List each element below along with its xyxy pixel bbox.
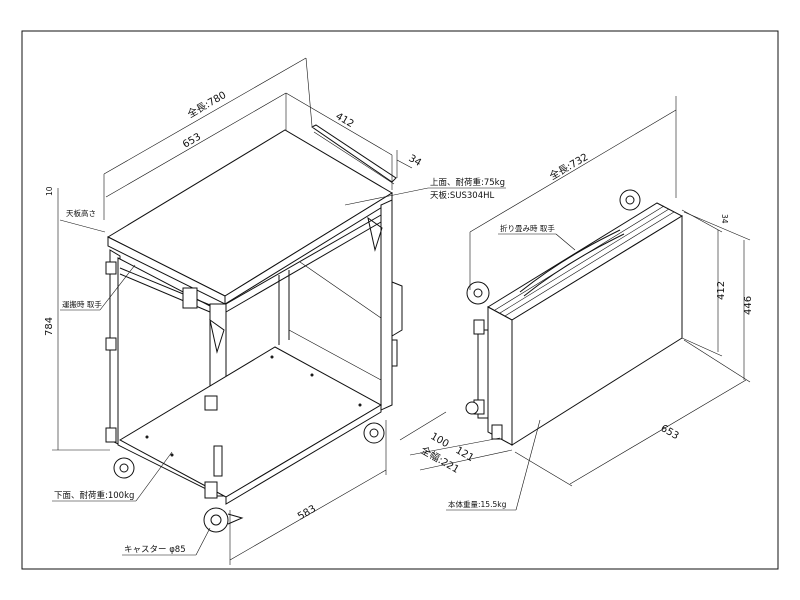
- cart-top-handle: [311, 124, 397, 183]
- cart-caster-front-left: [113, 457, 135, 479]
- cart-labels: 上面、耐荷重:75kg 天板:SUS304HL 天板高さ 運搬時 取手 下面、耐…: [52, 177, 506, 556]
- dim-height-412: 412: [716, 281, 727, 300]
- dim-length-653: 653: [659, 423, 681, 442]
- label-transport-handle: 運搬時 取手: [62, 299, 102, 309]
- label-top-height: 天板高さ: [66, 208, 96, 218]
- cart-side-handle: [391, 281, 403, 337]
- dim-offset-34: 34: [720, 214, 729, 224]
- dim-overall-length-732: 全長:732: [547, 150, 590, 182]
- folded-handle: [519, 229, 621, 293]
- cart-caster-front-right: [203, 507, 244, 533]
- label-fold-handle: 折り畳み時 取手: [500, 223, 555, 233]
- cart-transport-handle: [182, 287, 198, 309]
- cart-drawing: 全長:780 653 412 34 10 784 583: [44, 57, 506, 565]
- cart-back-leg: [380, 199, 393, 411]
- dim-depth-100: 100: [429, 431, 451, 450]
- folded-caster-top: [619, 189, 641, 211]
- folded-drawing: 全長:732 34 412 446 653 100 121 全幅:221: [399, 96, 754, 511]
- label-top-shelf-load: 上面、耐荷重:75kg: [430, 177, 505, 188]
- label-body-weight: 本体重量:15.5kg: [448, 499, 507, 509]
- label-caster: キャスター φ85: [124, 545, 186, 555]
- dim-top-thickness-10: 10: [45, 186, 54, 196]
- cart-caster-back-right: [363, 422, 385, 444]
- dim-depth-121: 121: [454, 445, 476, 464]
- dim-height-784: 784: [44, 317, 55, 336]
- dim-lower-width-583: 583: [296, 504, 318, 523]
- label-bottom-shelf-load: 下面、耐荷重:100kg: [54, 490, 134, 501]
- dim-overall-depth-221: 全幅:221: [419, 443, 462, 475]
- cart-bottom-front-edge: [225, 404, 382, 505]
- dim-height-446: 446: [743, 296, 754, 315]
- folded-left-face: [487, 306, 513, 446]
- dim-overall-width: 全長:780: [185, 88, 228, 120]
- folded-labels: 折り畳み時 取手 本体重量:15.5kg: [446, 223, 576, 511]
- drawing-border: [21, 30, 779, 570]
- label-top-material: 天板:SUS304HL: [430, 190, 494, 201]
- folded-caster-left: [466, 281, 490, 305]
- dim-width-653: 653: [181, 132, 203, 151]
